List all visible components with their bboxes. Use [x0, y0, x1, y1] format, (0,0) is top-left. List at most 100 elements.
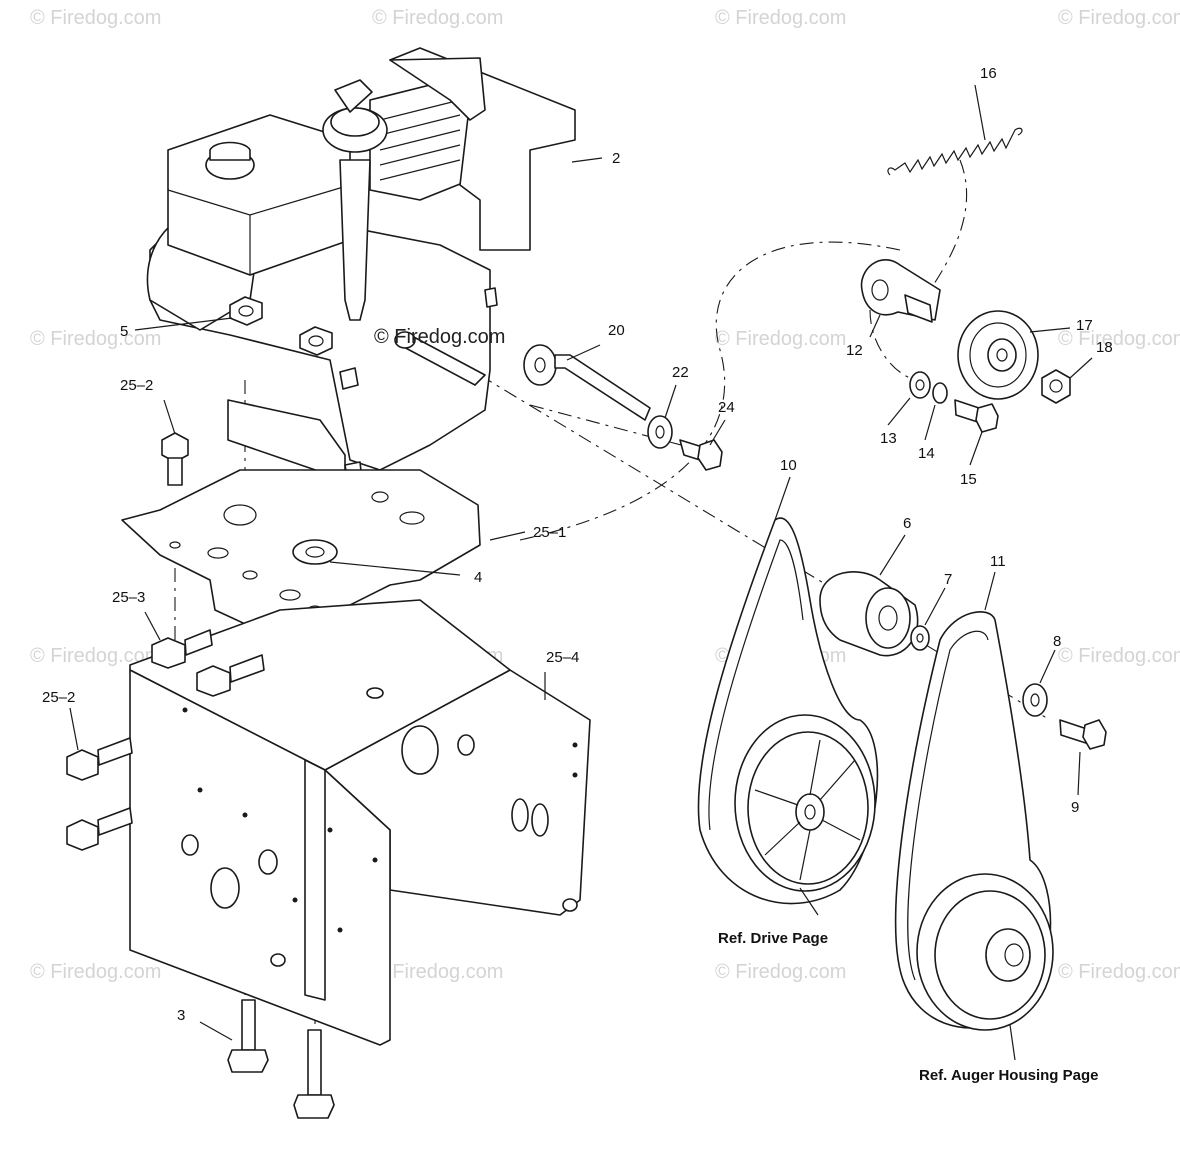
drive-pulley-bore	[804, 804, 816, 820]
long-bolt-shank	[241, 999, 256, 1051]
frame-small-hole	[242, 812, 248, 818]
callout-25-2-top: 25–2	[120, 377, 153, 394]
leader-line	[199, 1021, 233, 1041]
hex-bolt	[975, 403, 999, 433]
plate-slot	[242, 570, 258, 580]
callout-3: 3	[177, 1007, 185, 1024]
mount-nuts	[229, 296, 333, 356]
callout-8: 8	[1053, 633, 1061, 650]
idler-bracket-hole	[871, 279, 889, 301]
ref-auger-housing-page: Ref. Auger Housing Page	[919, 1067, 1098, 1084]
bolt-shank	[167, 457, 183, 486]
callout-7: 7	[944, 571, 952, 588]
washer-hole	[534, 357, 546, 373]
frame-small-hole	[197, 787, 203, 793]
frame-hole	[562, 898, 578, 912]
oil-fill-tube	[339, 159, 371, 321]
callout-20: 20	[608, 322, 625, 339]
idler-dash-line	[519, 159, 968, 541]
leader-line	[799, 887, 819, 916]
engine-pulley-bore	[878, 605, 898, 631]
leader-line	[163, 399, 176, 435]
hex-bolt	[697, 439, 723, 471]
callout-25-3: 25–3	[112, 589, 145, 606]
auger-belt-assembly	[894, 611, 1054, 1031]
callout-2: 2	[612, 150, 620, 167]
callout-4: 4	[474, 569, 482, 586]
callout-16: 16	[980, 65, 997, 82]
watermark: © Firedog.com	[372, 7, 503, 29]
watermark: © Firedog.com	[715, 328, 846, 350]
bolt-shank	[184, 629, 213, 656]
frame-hole	[181, 834, 199, 856]
leader-line	[566, 344, 601, 361]
plate-hole	[223, 504, 257, 526]
frame-small-hole	[327, 827, 333, 833]
bolt-shank	[97, 807, 133, 836]
watermark: © Firedog.com	[1058, 645, 1180, 667]
bolt-shank	[97, 737, 133, 766]
leader-line	[489, 531, 526, 541]
leader-lines	[69, 84, 1093, 1061]
washer-hole	[915, 379, 925, 391]
leader-line	[924, 404, 936, 441]
washer	[909, 371, 931, 399]
leader-line	[879, 534, 906, 576]
washer-hole	[655, 425, 665, 439]
plate-slot	[279, 589, 301, 601]
leader-line	[1009, 1024, 1016, 1061]
leader-line	[709, 419, 726, 446]
leader-line	[69, 707, 79, 751]
extension-spring	[887, 127, 1023, 176]
callout-12: 12	[846, 342, 863, 359]
callout-22: 22	[672, 364, 689, 381]
watermark: © Firedog.com	[30, 961, 161, 983]
drive-pulley-spokes	[754, 739, 861, 881]
leader-line	[1077, 751, 1081, 796]
callout-13: 13	[880, 430, 897, 447]
watermark: © Firedog.com	[1058, 7, 1180, 29]
frame-small-hole	[372, 857, 378, 863]
frame-small-hole	[572, 742, 578, 748]
callout-18: 18	[1096, 339, 1113, 356]
plate-slot	[371, 491, 389, 503]
long-bolt-head	[227, 1049, 269, 1073]
frame-small-hole	[572, 772, 578, 778]
leader-line	[969, 431, 983, 466]
lock-washer-inner	[305, 546, 325, 558]
frame-small-hole	[337, 927, 343, 933]
leader-line	[329, 561, 461, 576]
crankshaft-end	[394, 331, 416, 349]
idler-shaft	[904, 294, 933, 323]
idler-dash-line-2	[869, 309, 921, 381]
callout-25-2-bottom: 25–2	[42, 689, 75, 706]
leader-line	[774, 476, 791, 521]
leader-line	[869, 314, 881, 338]
leader-line	[1039, 649, 1056, 684]
frame-hole	[258, 849, 278, 875]
hex-nut	[1041, 369, 1071, 404]
watermark: © Firedog.com	[30, 7, 161, 29]
watermark: © Firedog.com	[30, 328, 161, 350]
callout-24: 24	[718, 399, 735, 416]
lock-washer-outer	[292, 539, 338, 565]
callout-9: 9	[1071, 799, 1079, 816]
callout-10: 10	[780, 457, 797, 474]
auger-belt-inner	[907, 630, 989, 981]
frame-hole	[366, 687, 384, 699]
primer-bulb	[334, 79, 373, 113]
fuel-cap-top	[209, 141, 251, 161]
frame-small-hole	[292, 897, 298, 903]
auger-pulley-hub	[985, 928, 1031, 982]
idler-pulley-groove	[969, 322, 1027, 388]
watermark: © Firedog.com	[715, 7, 846, 29]
leader-line	[134, 317, 233, 331]
leader-line	[664, 384, 677, 419]
hex-bolt	[66, 749, 99, 781]
bolt-axis-line	[529, 404, 701, 451]
hex-bolt	[151, 637, 186, 669]
bolt-shank	[229, 654, 265, 683]
hex-bolt	[196, 665, 231, 697]
lock-washer	[292, 539, 338, 565]
